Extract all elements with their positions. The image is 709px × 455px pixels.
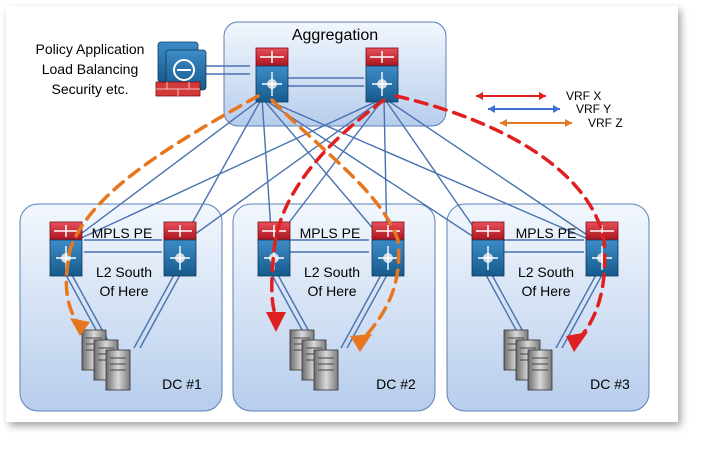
services-line-1: Policy Application [36, 41, 145, 57]
legend-vrf-x-label: VRF X [566, 89, 601, 103]
services-appliance-icon [155, 41, 207, 97]
arrowhead-red-dc2 [266, 312, 286, 332]
dc1-label: DC #1 [162, 376, 202, 392]
aggregation-label: Aggregation [292, 27, 378, 44]
services-line-2: Load Balancing [42, 61, 139, 77]
dc2-label: DC #2 [376, 376, 416, 392]
services-line-3: Security etc. [51, 81, 128, 97]
agg-switch-right[interactable] [365, 47, 399, 103]
legend-vrf-z-label: VRF Z [588, 116, 623, 130]
vrf-arrowheads [70, 312, 588, 352]
vrf-z-path-dc1 [64, 94, 260, 328]
dc2-server-stack-icon [289, 329, 339, 391]
dc1-l2-line2: Of Here [99, 283, 148, 299]
dc3-switch-left[interactable] [471, 221, 505, 277]
legend-vrf-x: VRF X [476, 89, 601, 103]
dc1-server-stack-icon [81, 329, 131, 391]
dc1-pe-label: MPLS PE [92, 225, 153, 241]
dc1-switch-right[interactable] [163, 221, 197, 277]
vrf-x-path-dc2 [270, 98, 386, 320]
dc3-l2-line1: L2 South [518, 264, 574, 280]
uplink-lines [65, 65, 603, 246]
dc2-l2-line1: L2 South [304, 264, 360, 280]
arrowhead-red-dc3 [566, 332, 588, 352]
arrowhead-orange-dc1 [70, 318, 90, 336]
agg-switch-left[interactable] [255, 47, 289, 103]
dc3-label: DC #3 [590, 376, 630, 392]
vrf-paths [64, 94, 607, 342]
legend-vrf-y-label: VRF Y [576, 102, 611, 116]
arrowhead-orange-dc2 [350, 334, 372, 352]
dc3-pe-label: MPLS PE [516, 225, 577, 241]
dc3-server-stack-icon [503, 329, 553, 391]
legend-vrf-z: VRF Z [500, 116, 623, 130]
dc3-l2-line2: Of Here [521, 283, 570, 299]
dc2-pe-label: MPLS PE [300, 225, 361, 241]
dc3-switch-right[interactable] [585, 221, 619, 277]
legend-vrf-y: VRF Y [488, 102, 611, 116]
vrf-x-path-dc3 [394, 94, 607, 342]
dc2-l2-line2: Of Here [307, 283, 356, 299]
vrf-z-path-dc2 [270, 98, 401, 342]
dc1-l2-line1: L2 South [96, 264, 152, 280]
vrf-legend: VRF X VRF Y VRF Z [476, 89, 623, 130]
dc-servers [81, 329, 553, 391]
